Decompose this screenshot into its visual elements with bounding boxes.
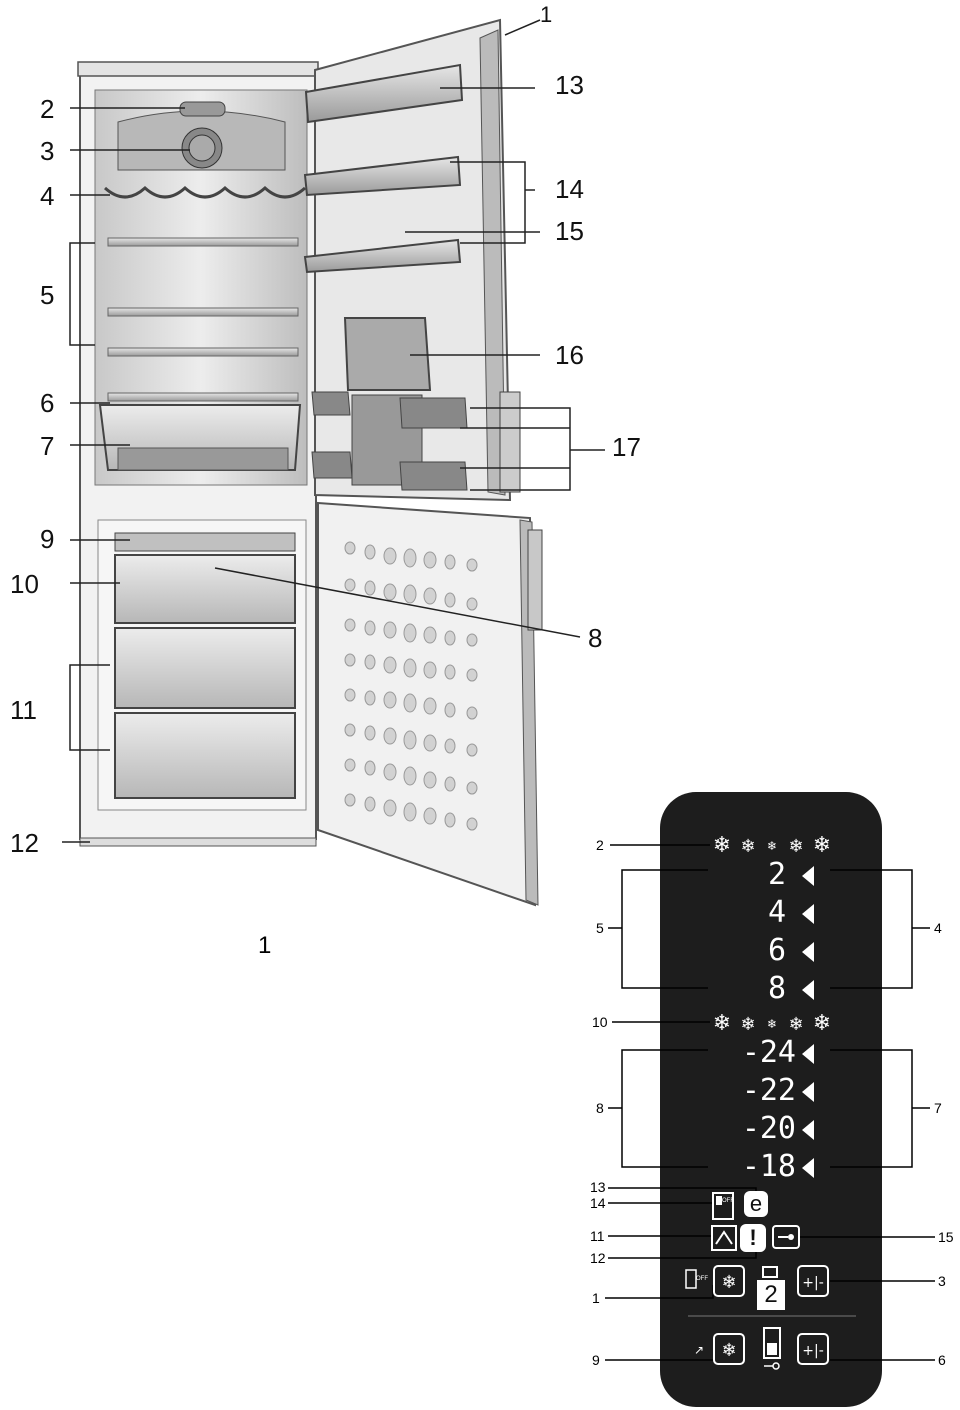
eco-sensor-icon: ↗ <box>694 1343 704 1357</box>
svg-text:❄: ❄ <box>767 839 777 853</box>
svg-text:❄: ❄ <box>813 1011 831 1036</box>
panel-callout-15: 15 <box>938 1229 954 1245</box>
freezer-temp-18: -18 <box>741 1149 796 1184</box>
callout-15: 15 <box>555 216 584 246</box>
svg-text:❄: ❄ <box>813 833 831 858</box>
door-balconies <box>303 63 464 274</box>
callout-10: 10 <box>10 569 39 599</box>
freezer-temp-24: -24 <box>741 1035 796 1070</box>
vacation-icon <box>711 1225 737 1251</box>
callout-5: 5 <box>40 280 55 310</box>
bottle-rack <box>103 185 307 199</box>
panel-callout-2: 2 <box>596 837 604 853</box>
display-digit: 2 <box>757 1280 785 1310</box>
fridge-setting-button[interactable]: +|- <box>797 1265 829 1297</box>
svg-text:❄: ❄ <box>788 1014 803 1035</box>
svg-text:❄: ❄ <box>788 836 803 857</box>
callout-2: 2 <box>40 94 55 124</box>
callout-13: 13 <box>555 70 584 100</box>
off-label: OFF <box>722 1198 734 1204</box>
panel-callout-11: 11 <box>590 1228 605 1244</box>
panel-callout-10: 10 <box>592 1014 608 1030</box>
panel-callout-13: 13 <box>590 1179 606 1195</box>
panel-callout-12: 12 <box>590 1250 606 1266</box>
panel-callout-8: 8 <box>596 1100 604 1116</box>
svg-text:❄: ❄ <box>713 833 731 858</box>
door-off-icon <box>712 1192 734 1220</box>
svg-text:❄: ❄ <box>713 1011 731 1036</box>
off-label-small: OFF <box>696 1276 708 1282</box>
callout-11: 11 <box>10 695 37 725</box>
callout-6: 6 <box>40 388 55 418</box>
freezer-temp-22: -22 <box>741 1073 796 1108</box>
panel-callout-14: 14 <box>590 1195 606 1211</box>
fan-cover <box>117 101 286 171</box>
fridge-snowflake-indicators: ❄ ❄ ❄ ❄ ❄ <box>713 833 831 858</box>
freezer-temp-20: -20 <box>741 1111 796 1146</box>
figure-caption: 1 <box>258 932 272 959</box>
callout-9: 9 <box>40 524 55 554</box>
panel-callout-5: 5 <box>596 920 604 936</box>
fridge-temp-2: 2 <box>767 857 786 892</box>
callout-4: 4 <box>40 181 55 211</box>
freezer-door-icon <box>763 1327 781 1359</box>
callout-1: 1 <box>540 2 553 27</box>
freezer-snowflake-indicators: ❄ ❄ ❄ ❄ ❄ <box>713 1011 831 1036</box>
leader-lines <box>62 19 605 843</box>
fridge-door-icon <box>762 1266 778 1278</box>
crisper-drawer <box>98 404 302 471</box>
panel-callout-7: 7 <box>934 1100 942 1116</box>
fridge-temp-4: 4 <box>767 895 786 930</box>
freezer-setting-button[interactable]: +|- <box>797 1333 829 1365</box>
panel-callout-9: 9 <box>592 1352 600 1368</box>
panel-callout-3: 3 <box>938 1273 946 1289</box>
svg-text:❄: ❄ <box>740 836 755 857</box>
fridge-temp-8: 8 <box>767 971 786 1006</box>
callout-17: 17 <box>612 432 641 462</box>
callout-14: 14 <box>555 174 584 204</box>
freezer-drawers <box>114 532 296 799</box>
svg-text:❄: ❄ <box>767 1017 777 1031</box>
callout-7: 7 <box>40 431 55 461</box>
alarm-indicator: ! <box>740 1224 766 1252</box>
door-off-small-icon <box>685 1269 697 1289</box>
svg-text:↗: ↗ <box>694 1343 704 1357</box>
panel-callout-6: 6 <box>938 1352 946 1368</box>
key-small-icon <box>764 1362 780 1370</box>
fridge-temp-6: 6 <box>767 933 786 968</box>
svg-text:❄: ❄ <box>740 1014 755 1035</box>
glass-shelves <box>107 237 299 402</box>
callout-16: 16 <box>555 340 584 370</box>
fridge-quick-cool-button[interactable]: ❄ <box>713 1265 745 1297</box>
key-lock-icon <box>772 1225 800 1249</box>
panel-callout-1: 1 <box>592 1290 600 1306</box>
eco-indicator: e <box>744 1191 768 1217</box>
door-dimples <box>344 541 478 831</box>
callout-3: 3 <box>40 136 55 166</box>
freezer-quick-freeze-button[interactable]: ❄ <box>713 1333 745 1365</box>
level-pointers <box>802 866 814 1178</box>
door-compartments <box>311 391 468 491</box>
callout-8: 8 <box>588 623 603 653</box>
callout-12: 12 <box>10 828 39 858</box>
panel-callout-4: 4 <box>934 920 942 936</box>
